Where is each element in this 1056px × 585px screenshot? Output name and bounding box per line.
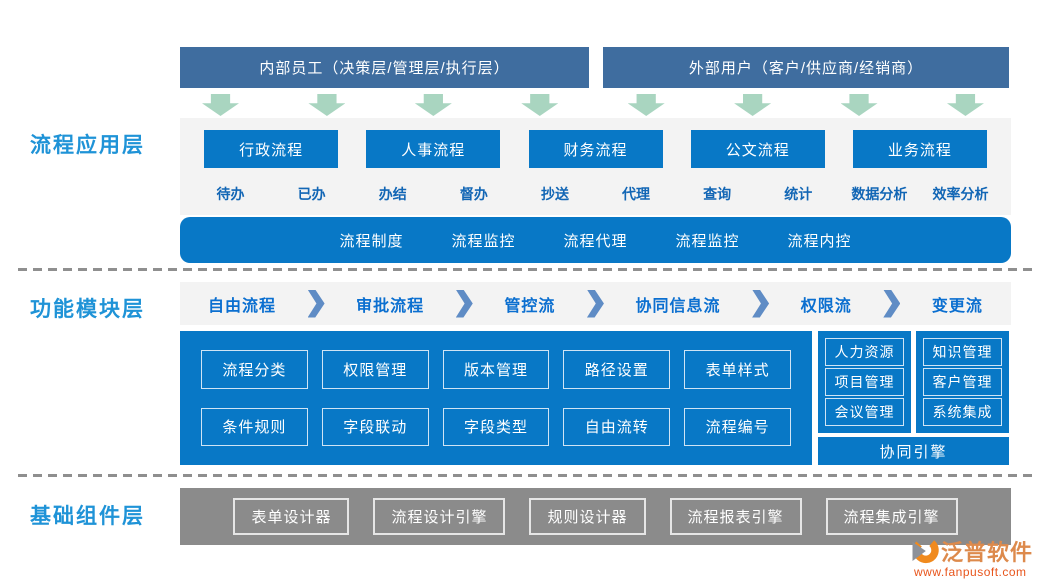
process-button-row: 行政流程 待办 已办 人事流程 办结 督办 财务流程 抄送 代理 <box>180 118 1011 204</box>
vendor-url: www.fanpusoft.com <box>914 565 1027 579</box>
governance-item: 流程监控 <box>675 232 740 250</box>
process-button-finance: 财务流程 <box>528 130 663 168</box>
chevron-right-icon <box>752 289 770 318</box>
down-arrow-icon <box>734 94 772 116</box>
module-box: 流程分类 <box>201 350 308 389</box>
process-group: 人事流程 办结 督办 <box>352 130 514 204</box>
down-arrow-icon <box>308 94 346 116</box>
down-arrow-icon <box>521 94 559 116</box>
layer-label-base: 基础组件层 <box>30 505 145 528</box>
flow-step: 自由流程 <box>208 297 277 315</box>
process-button-document: 公文流程 <box>690 130 825 168</box>
module-box: 路径设置 <box>563 350 671 389</box>
base-component-box: 流程集成引擎 <box>825 498 958 535</box>
process-sub-label: 办结 <box>378 186 407 202</box>
process-group: 业务流程 数据分析 效率分析 <box>839 130 1001 204</box>
process-button-business: 业务流程 <box>852 130 987 168</box>
process-governance-bar: 流程制度 流程监控 流程代理 流程监控 流程内控 <box>180 217 1011 263</box>
process-button-administrative: 行政流程 <box>204 130 339 168</box>
governance-item: 流程监控 <box>451 232 516 250</box>
vendor-brand-name: 泛普软件 <box>941 540 1034 565</box>
vendor-logo: 泛普软件 www.fanpusoft.com <box>910 535 1050 579</box>
governance-item: 流程制度 <box>339 232 404 250</box>
side-module-box: 项目管理 <box>825 368 904 396</box>
process-sub-label: 待办 <box>216 186 245 202</box>
layer-label-application: 流程应用层 <box>30 134 145 157</box>
down-arrow-icon <box>840 94 878 116</box>
module-box: 条件规则 <box>201 407 308 446</box>
module-box: 版本管理 <box>442 350 550 389</box>
module-box: 流程编号 <box>684 407 791 446</box>
dashed-divider <box>18 474 1038 477</box>
module-box: 字段类型 <box>442 407 550 446</box>
flow-step: 权限流 <box>800 297 852 315</box>
flow-step: 审批流程 <box>356 297 425 315</box>
module-box: 表单样式 <box>684 350 791 389</box>
internal-users-bar: 内部员工（决策层/管理层/执行层） <box>180 47 589 88</box>
base-component-box: 流程报表引擎 <box>669 498 802 535</box>
process-sub-label: 督办 <box>459 186 488 202</box>
process-sub-label: 效率分析 <box>932 186 989 202</box>
side-module-box: 会议管理 <box>825 398 904 426</box>
module-box: 字段联动 <box>321 407 429 446</box>
base-components-bar: 表单设计器 流程设计引擎 规则设计器 流程报表引擎 流程集成引擎 <box>180 488 1011 545</box>
process-sub-label: 查询 <box>703 186 732 202</box>
chevron-right-icon <box>883 289 901 318</box>
fanpu-logo-icon <box>910 536 940 566</box>
flow-step: 变更流 <box>931 297 983 315</box>
process-sub-label: 抄送 <box>540 186 569 202</box>
external-users-bar: 外部用户（客户/供应商/经销商） <box>603 47 1009 88</box>
process-sub-label: 统计 <box>784 186 813 202</box>
collaboration-engine-bar: 协同引擎 <box>818 437 1009 465</box>
base-component-box: 流程设计引擎 <box>373 498 506 535</box>
side-module-box: 系统集成 <box>923 398 1002 426</box>
process-sub-label: 代理 <box>622 186 651 202</box>
process-sub-label: 数据分析 <box>851 186 908 202</box>
side-module-box: 知识管理 <box>923 338 1002 366</box>
chevron-right-icon <box>307 289 325 318</box>
application-layer-panel: 行政流程 待办 已办 人事流程 办结 督办 财务流程 抄送 代理 <box>180 118 1011 215</box>
dashed-divider <box>18 268 1038 271</box>
chevron-right-icon <box>586 289 604 318</box>
side-module-column-1: 人力资源 项目管理 会议管理 <box>818 331 911 433</box>
layer-label-module: 功能模块层 <box>30 298 145 321</box>
module-box: 权限管理 <box>321 350 429 389</box>
module-box: 自由流转 <box>563 407 671 446</box>
side-module-box: 人力资源 <box>825 338 904 366</box>
base-component-box: 规则设计器 <box>529 498 646 535</box>
down-arrow-icon <box>627 94 665 116</box>
governance-item: 流程代理 <box>563 232 628 250</box>
side-module-box: 客户管理 <box>923 368 1002 396</box>
governance-item: 流程内控 <box>787 232 852 250</box>
flow-strip: 自由流程 审批流程 管控流 协同信息流 权限流 变更流 <box>180 282 1011 325</box>
base-component-box: 表单设计器 <box>233 498 350 535</box>
flow-step: 管控流 <box>504 297 556 315</box>
chevron-right-icon <box>455 289 473 318</box>
down-arrow-icon <box>946 94 984 116</box>
process-sub-label: 已办 <box>297 186 326 202</box>
down-arrow-icon <box>202 94 239 116</box>
arrow-row <box>202 94 984 116</box>
down-arrow-icon <box>414 94 452 116</box>
process-group: 财务流程 抄送 代理 <box>514 130 676 204</box>
process-group: 公文流程 查询 统计 <box>677 130 839 204</box>
module-grid-panel: 流程分类 权限管理 版本管理 路径设置 表单样式 条件规则 字段联动 字段类型 … <box>180 331 812 465</box>
process-button-hr: 人事流程 <box>366 130 501 168</box>
side-module-column-2: 知识管理 客户管理 系统集成 <box>916 331 1009 433</box>
process-group: 行政流程 待办 已办 <box>190 130 352 204</box>
flow-step: 协同信息流 <box>635 297 721 315</box>
